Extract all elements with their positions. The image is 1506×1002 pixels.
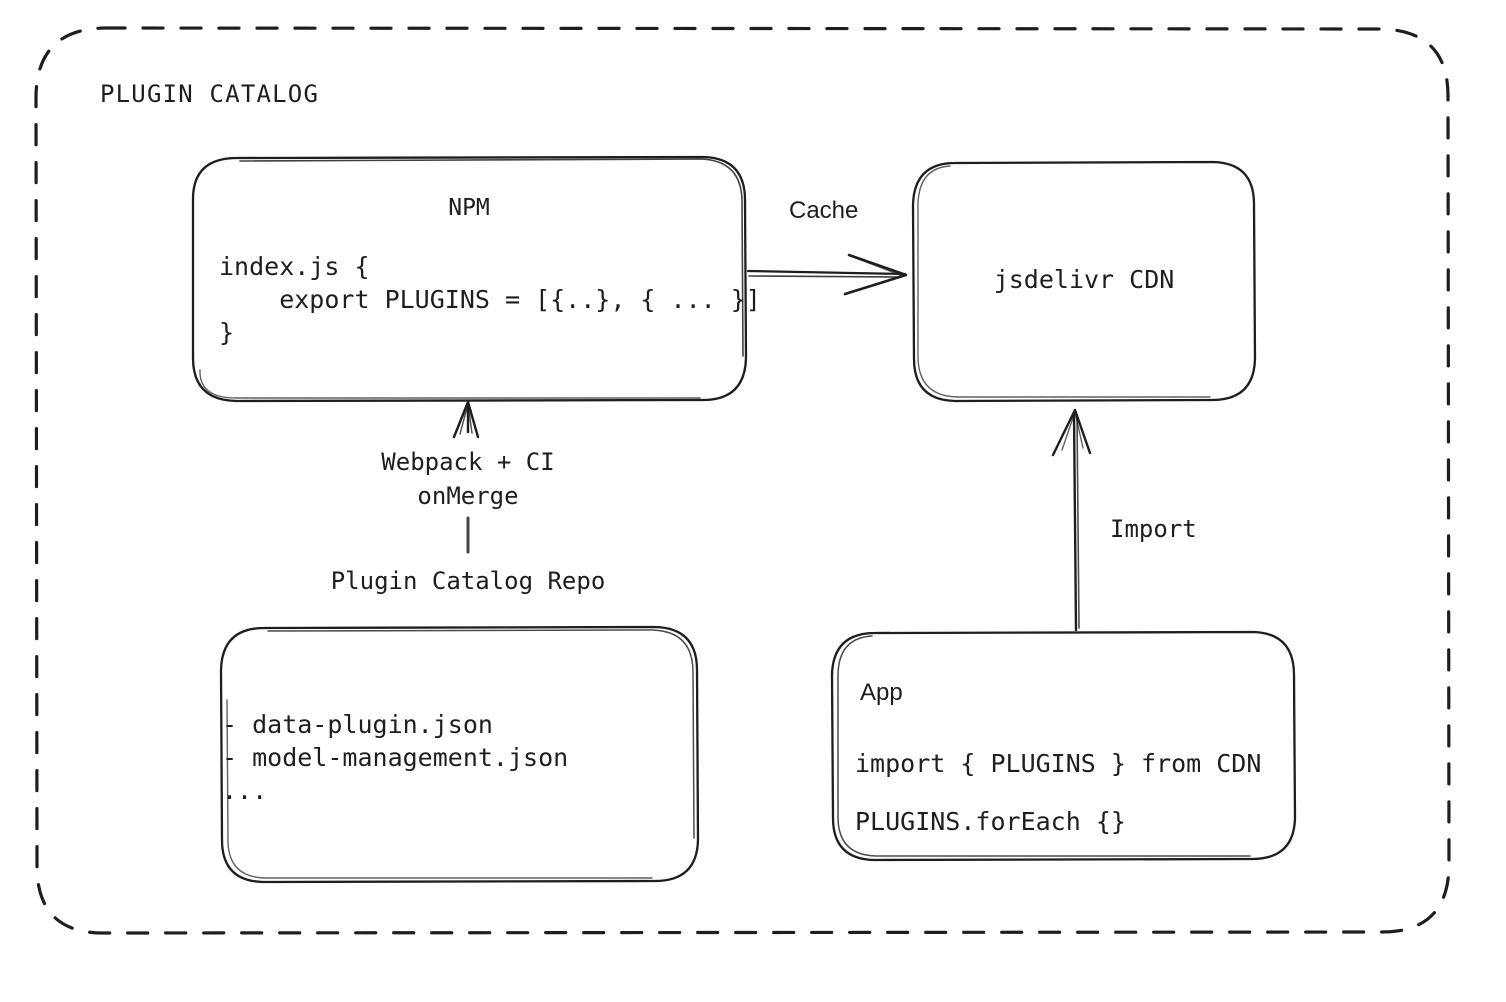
import-arrow-head bbox=[1051, 408, 1092, 457]
repo-node-file-list: - data-plugin.json - model-management.js… bbox=[222, 710, 569, 805]
container-title: PLUGIN CATALOG bbox=[100, 80, 320, 108]
app-node-code: import { PLUGINS } from CDN PLUGINS.forE… bbox=[855, 749, 1262, 836]
app-node-title: App bbox=[860, 679, 903, 706]
cache-arrow-line bbox=[746, 269, 907, 276]
cache-arrow-head-2 bbox=[855, 257, 904, 277]
build-arrow-head-2 bbox=[459, 403, 473, 435]
repo-node-caption: Plugin Catalog Repo bbox=[330, 567, 606, 595]
npm-box-outline-3 bbox=[199, 369, 701, 399]
build-arrow-head bbox=[452, 400, 480, 439]
npm-node-code: index.js { export PLUGINS = [{..}, { ...… bbox=[219, 252, 761, 347]
build-edge-label: Webpack + CI onMerge bbox=[381, 448, 555, 510]
cache-arrow-line-2 bbox=[748, 275, 902, 278]
cache-edge-label: Cache bbox=[789, 197, 859, 224]
cdn-node-title: jsdelivr CDN bbox=[993, 265, 1175, 294]
npm-node-title: NPM bbox=[448, 195, 490, 221]
import-edge-label: Import bbox=[1110, 515, 1197, 543]
import-arrow-head-2 bbox=[1061, 411, 1084, 451]
import-arrow-line-2 bbox=[1076, 414, 1080, 629]
import-arrow-line bbox=[1072, 411, 1078, 632]
cache-arrow-head bbox=[843, 253, 908, 296]
